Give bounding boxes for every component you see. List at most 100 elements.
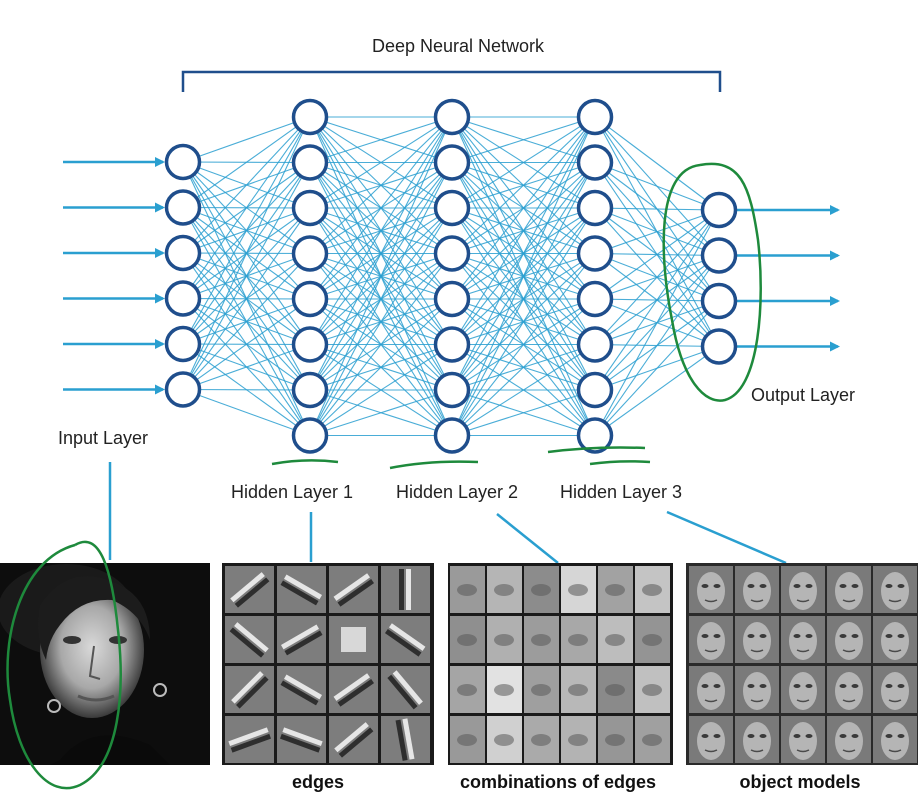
node-hidden2-7 <box>433 417 471 454</box>
node-hidden1-2 <box>291 189 329 227</box>
connection-hidden2-7-hidden3-0 <box>451 116 596 436</box>
object-model-eye-r-14 <box>897 684 905 688</box>
connection-hidden2-7-hidden3-4 <box>451 298 596 436</box>
node-hidden1-1 <box>291 144 329 181</box>
edge-filter-bg-9 <box>277 666 326 713</box>
edge-filter-tile-11 <box>381 666 430 713</box>
object-model-mouth-0 <box>704 599 718 603</box>
edge-filter-tile-6 <box>329 616 378 663</box>
object-model-mouth-6 <box>750 649 764 653</box>
diagram-title: Deep Neural Network <box>372 36 545 56</box>
combination-feature-13 <box>494 684 514 696</box>
node-hidden1-6 <box>291 371 329 409</box>
object-model-mouth-5 <box>704 649 718 653</box>
object-model-mouth-15 <box>704 749 718 753</box>
connection-hidden2-1-hidden3-0 <box>451 116 596 164</box>
combination-tile-0 <box>450 566 485 613</box>
object-model-tile-6 <box>735 616 779 663</box>
edge-filter-light-3 <box>406 569 411 610</box>
node-hidden3-1 <box>576 144 614 181</box>
object-model-eye-l-19 <box>885 734 893 738</box>
object-model-eye-l-17 <box>793 734 801 738</box>
connection-hidden1-3-hidden2-0 <box>309 116 453 254</box>
node-hidden3-4 <box>576 280 614 318</box>
object-model-mouth-13 <box>842 699 856 703</box>
connection-input-5-hidden1-2 <box>182 207 311 390</box>
combination-tile-13 <box>487 666 522 713</box>
connection-hidden2-7-hidden3-6 <box>451 389 596 437</box>
edge-filter-dark-4 <box>229 627 265 658</box>
combination-tile-5 <box>635 566 670 613</box>
edge-filter-tile-13 <box>277 716 326 763</box>
object-model-eye-r-5 <box>713 634 721 638</box>
object-model-face-13 <box>835 672 863 710</box>
face-annotation-loop <box>6 540 122 790</box>
node-hidden2-6 <box>433 371 471 409</box>
connection-hidden3-4-output-0 <box>594 209 720 300</box>
face-photo-panel <box>0 563 210 765</box>
edge-filter-light-7 <box>388 623 426 651</box>
connection-input-5-hidden1-5 <box>182 343 311 391</box>
connection-input-2-hidden1-0 <box>182 116 311 254</box>
combination-tile-6 <box>450 616 485 663</box>
connection-hidden1-5-hidden2-0 <box>309 116 453 345</box>
connection-hidden2-7-hidden3-3 <box>451 253 596 436</box>
node-input-1 <box>164 189 202 226</box>
object-model-tile-18 <box>827 716 871 763</box>
node-hidden3-0 <box>576 98 614 136</box>
node-hidden3-6 <box>576 371 614 409</box>
edge-filter-tile-4 <box>225 616 274 663</box>
object-model-eye-r-11 <box>759 684 767 688</box>
connection-hidden1-7-hidden2-0 <box>309 116 453 436</box>
edge-filter-light-11 <box>392 670 423 705</box>
edge-filter-dark-2 <box>337 578 375 607</box>
connection-hidden3-6-output-0 <box>594 209 720 391</box>
node-hidden3-5 <box>576 326 614 363</box>
connections-group <box>182 116 720 437</box>
edge-filter-tile-3 <box>381 566 430 613</box>
object-model-tile-1 <box>735 566 779 613</box>
object-model-face-18 <box>835 722 863 760</box>
edge-filter-dark-0 <box>234 577 270 608</box>
object-model-face-11 <box>743 672 771 710</box>
edge-filter-dark-13 <box>280 733 321 753</box>
connection-hidden1-7-hidden2-5 <box>309 344 453 436</box>
connection-hidden3-5-output-0 <box>594 209 720 345</box>
edge-filter-dark-11 <box>387 674 418 710</box>
node-hidden2-3 <box>433 235 471 272</box>
edge-filter-bg-1 <box>277 566 326 613</box>
object-models-caption: object models <box>739 772 860 792</box>
combinations-caption: combinations of edges <box>460 772 656 792</box>
object-model-eye-r-8 <box>851 634 859 638</box>
object-model-eye-l-14 <box>885 684 893 688</box>
object-model-face-7 <box>789 622 817 660</box>
connection-hidden3-3-output-0 <box>594 209 720 255</box>
node-hidden1-7 <box>291 417 329 454</box>
connection-hidden2-5-hidden3-0 <box>451 116 596 345</box>
edge-filter-light-14 <box>334 722 369 753</box>
node-output-1 <box>700 237 738 274</box>
object-model-eye-r-19 <box>897 734 905 738</box>
connection-hidden1-2-hidden2-0 <box>309 116 453 209</box>
edge-filter-bg-8 <box>225 666 274 713</box>
edge-filter-dark-5 <box>284 630 323 656</box>
combination-feature-20 <box>531 734 551 746</box>
object-model-face-6 <box>743 622 771 660</box>
combination-tile-12 <box>450 666 485 713</box>
node-input-5 <box>164 371 202 408</box>
object-model-mouth-3 <box>842 599 856 603</box>
combination-feature-5 <box>642 584 662 596</box>
edge-filter-light-4 <box>234 622 269 653</box>
object-model-eye-r-15 <box>713 734 721 738</box>
edge-filter-light-8 <box>231 671 264 704</box>
edge-filter-dark-7 <box>384 628 422 657</box>
node-hidden2-0 <box>433 98 471 136</box>
object-model-face-9 <box>881 622 909 660</box>
object-model-eye-l-15 <box>701 734 709 738</box>
edge-filter-tile-5 <box>277 616 326 663</box>
object-model-mouth-7 <box>796 649 810 653</box>
node-hidden1-0 <box>291 98 329 136</box>
edge-filter-tile-7 <box>381 616 430 663</box>
connection-hidden3-7-output-0 <box>594 209 720 436</box>
edge-filter-bg-5 <box>277 616 326 663</box>
